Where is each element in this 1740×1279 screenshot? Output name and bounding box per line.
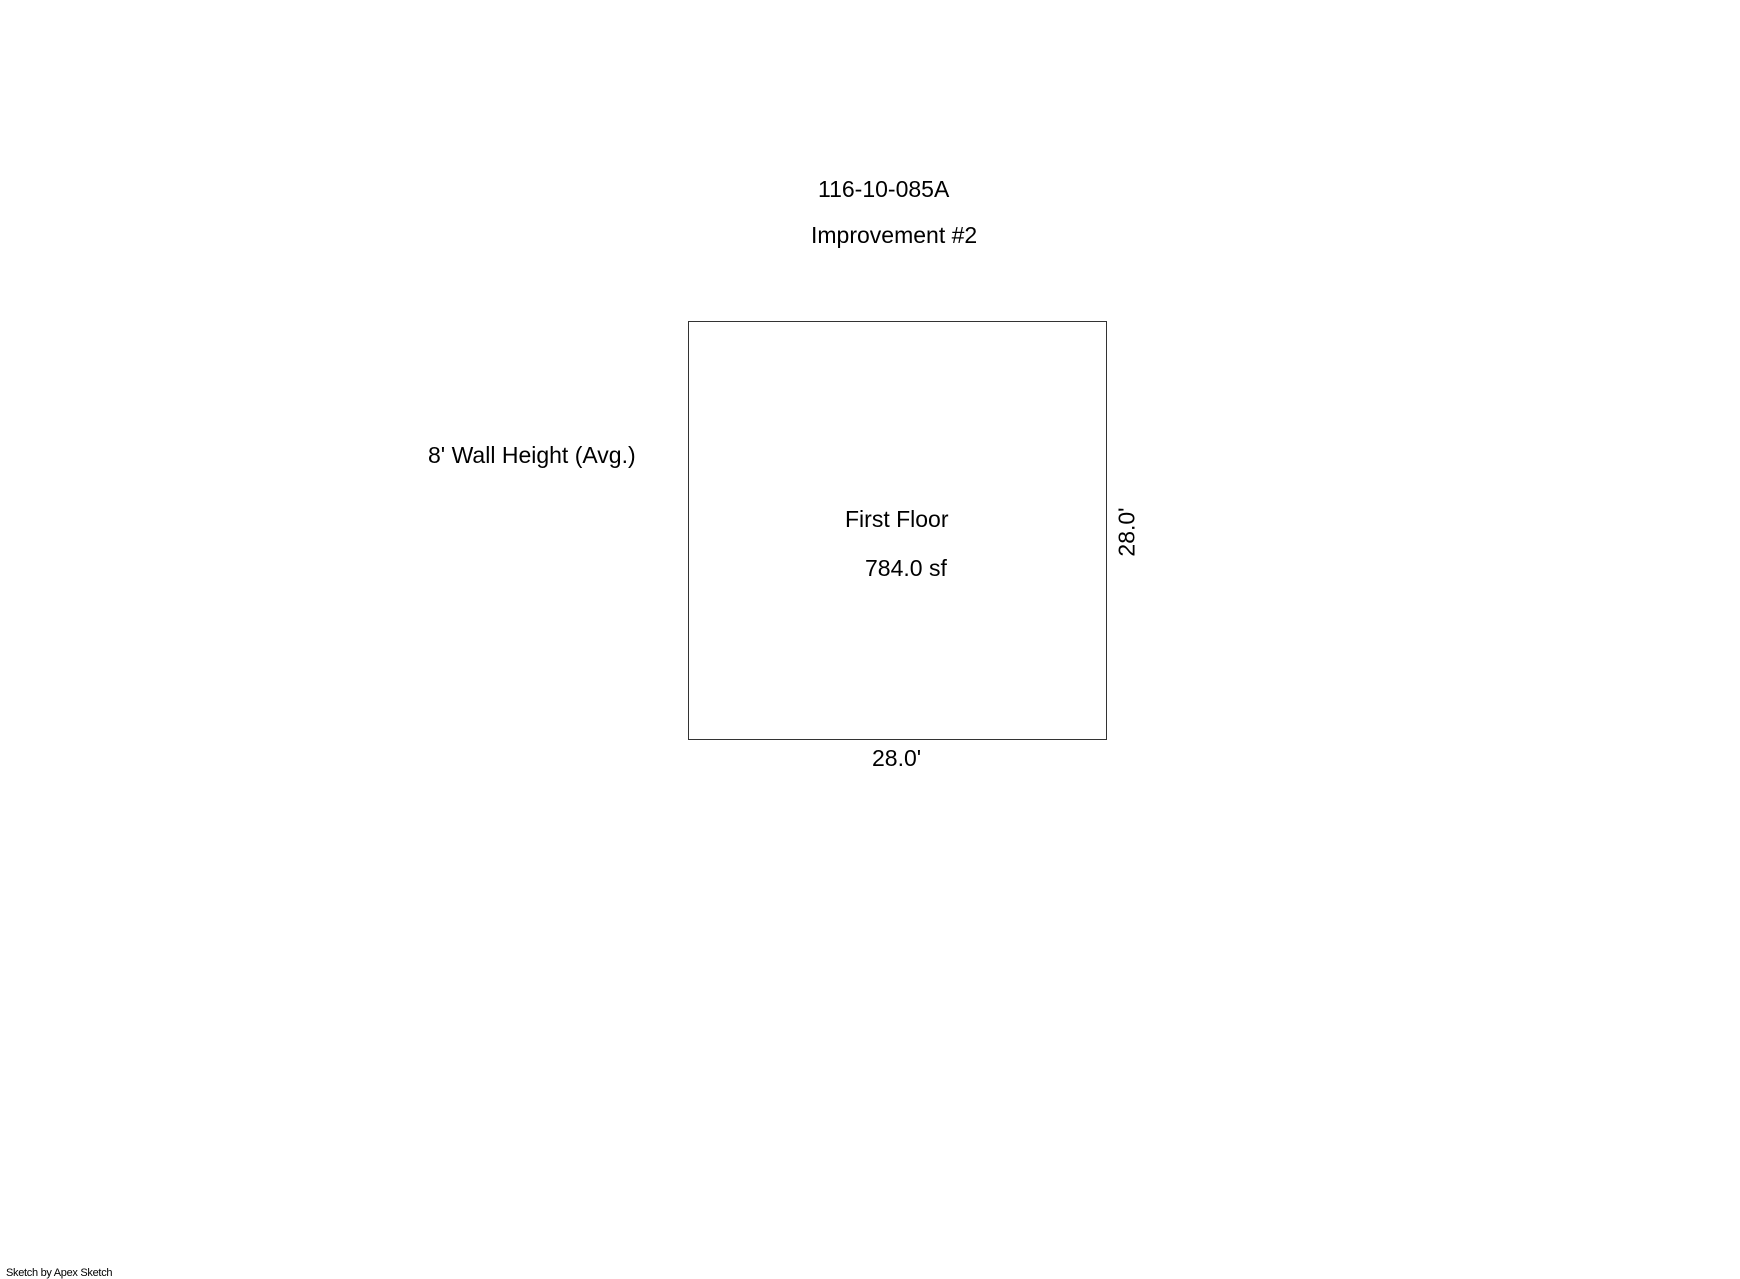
area-name-label: First Floor (845, 506, 949, 532)
width-dimension-label: 28.0' (872, 745, 922, 771)
first-floor-outline (688, 321, 1107, 740)
parcel-id-label: 116-10-085A (818, 176, 950, 202)
depth-dimension-label: 28.0' (1113, 507, 1140, 557)
improvement-label: Improvement #2 (811, 222, 978, 248)
wall-height-note: 8' Wall Height (Avg.) (428, 442, 636, 468)
area-size-label: 784.0 sf (865, 555, 947, 581)
sketch-credit: Sketch by Apex Sketch (6, 1267, 113, 1279)
